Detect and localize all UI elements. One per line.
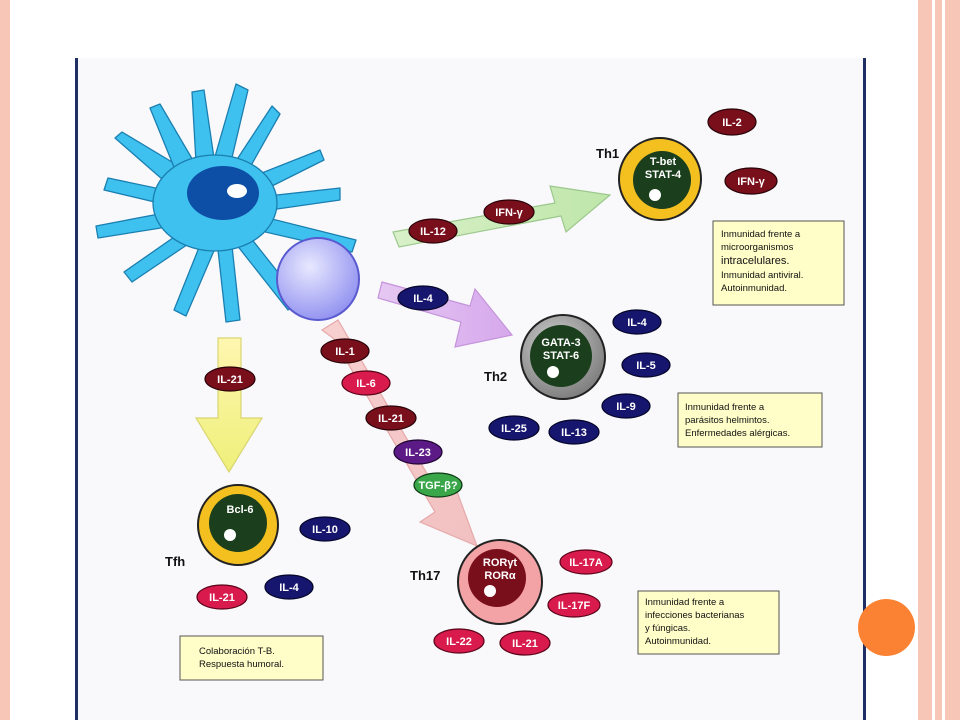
cytokine-il25: IL-25 [488,415,540,441]
svg-text:parásitos helmintos.: parásitos helmintos. [685,415,769,426]
svg-text:infecciones bacterianas: infecciones bacterianas [645,610,745,621]
cytokine-il21-tfh-arrow: IL-21 [204,366,256,392]
arrow-to-tfh [194,337,264,474]
cytokine-il12: IL-12 [408,218,458,244]
svg-text:IL-21: IL-21 [209,592,235,604]
svg-text:Inmunidad frente a: Inmunidad frente a [685,402,765,413]
cytokine-il17f: IL-17F [547,592,601,618]
cytokine-il4-tfh: IL-4 [264,574,314,600]
tfh-label: Tfh [165,554,185,569]
th17-nucleus-line-2: RORα [484,570,515,582]
th1-label: Th1 [596,146,619,161]
svg-text:IL-9: IL-9 [616,401,636,413]
svg-text:IL-22: IL-22 [446,636,472,648]
slide-frame-left [0,0,10,720]
cytokine-il1: IL-1 [320,338,370,364]
svg-text:IL-17A: IL-17A [569,557,603,569]
cytokine-il2: IL-2 [707,108,757,136]
svg-text:Autoinmunidad.: Autoinmunidad. [721,283,787,294]
svg-text:Inmunidad frente a: Inmunidad frente a [645,597,725,608]
svg-text:Colaboración T-B.: Colaboración T-B. [199,646,275,657]
cytokine-il4-th2: IL-4 [612,309,662,335]
cytokine-il4-arrow: IL-4 [397,285,449,311]
svg-text:Inmunidad frente a: Inmunidad frente a [721,229,801,240]
cytokine-ifng-arrow: IFN-γ [483,199,535,225]
svg-text:y fúngicas.: y fúngicas. [645,623,690,634]
cytokine-il23: IL-23 [393,439,443,465]
svg-text:intracelulares.: intracelulares. [721,255,789,267]
cytokine-il9: IL-9 [601,393,651,419]
th2-nucleus-line-2: STAT-6 [543,350,579,362]
cytokine-tgfb: TGF-β? [413,472,463,498]
svg-text:microorganismos: microorganismos [721,242,794,253]
cytokine-il21-th17-arrow: IL-21 [365,405,417,431]
svg-text:IFN-γ: IFN-γ [737,176,765,188]
th2-label: Th2 [484,369,507,384]
svg-text:IL-2: IL-2 [722,117,742,129]
th1-function-box: Inmunidad frente a microorganismos intra… [712,220,845,306]
cytokine-il6: IL-6 [341,370,391,396]
cytokine-il17a: IL-17A [559,549,613,575]
naive-t-cell [276,237,360,321]
th2-nucleus-line-1: GATA-3 [541,337,580,349]
slide-frame-right [918,0,960,720]
svg-text:TGF-β?: TGF-β? [418,480,457,492]
th17-cell: RORγt RORα [457,539,543,625]
svg-text:Enfermedades alérgicas.: Enfermedades alérgicas. [685,428,790,439]
cytokine-ifng-th1: IFN-γ [724,167,778,195]
cytokine-il21-th17: IL-21 [499,630,551,656]
slide-bullet-circle [858,599,915,656]
svg-text:IL-4: IL-4 [279,582,299,594]
tfh-function-box: Colaboración T-B. Respuesta humoral. [179,635,324,681]
svg-text:IL-4: IL-4 [413,293,433,305]
svg-text:IFN-γ: IFN-γ [495,207,523,219]
th2-cell: GATA-3 STAT-6 [520,314,606,400]
svg-text:Respuesta humoral.: Respuesta humoral. [199,659,284,670]
svg-text:IL-21: IL-21 [378,413,404,425]
svg-text:IL-6: IL-6 [356,378,376,390]
svg-text:IL-12: IL-12 [420,226,446,238]
th1-nucleus-line-1: T-bet [650,156,677,168]
cytokine-il5: IL-5 [621,352,671,378]
tfh-nucleus-line-1: Bcl-6 [227,504,254,516]
th17-label: Th17 [410,568,440,583]
th17-function-box: Inmunidad frente a infecciones bacterian… [637,590,780,655]
th17-nucleus-line-1: RORγt [483,557,518,569]
svg-text:IL-21: IL-21 [217,374,243,386]
svg-text:IL-21: IL-21 [512,638,538,650]
svg-text:IL-23: IL-23 [405,447,431,459]
svg-text:IL-5: IL-5 [636,360,656,372]
svg-text:IL-13: IL-13 [561,427,587,439]
svg-text:IL-10: IL-10 [312,524,338,536]
svg-text:IL-25: IL-25 [501,423,527,435]
svg-text:Inmunidad antiviral.: Inmunidad antiviral. [721,270,803,281]
svg-text:IL-4: IL-4 [627,317,647,329]
svg-text:IL-17F: IL-17F [558,600,591,612]
th1-nucleus-line-2: STAT-4 [645,169,682,181]
svg-text:IL-1: IL-1 [335,346,355,358]
cytokine-il10: IL-10 [299,516,351,542]
cytokine-il22: IL-22 [433,628,485,654]
cytokine-il13: IL-13 [548,419,600,445]
th1-cell: T-bet STAT-4 [618,137,702,221]
tfh-cell: Bcl-6 [197,484,279,566]
svg-text:Autoinmunidad.: Autoinmunidad. [645,636,711,647]
cytokine-il21-tfh: IL-21 [196,584,248,610]
th2-function-box: Inmunidad frente a parásitos helmintos. … [677,392,823,448]
